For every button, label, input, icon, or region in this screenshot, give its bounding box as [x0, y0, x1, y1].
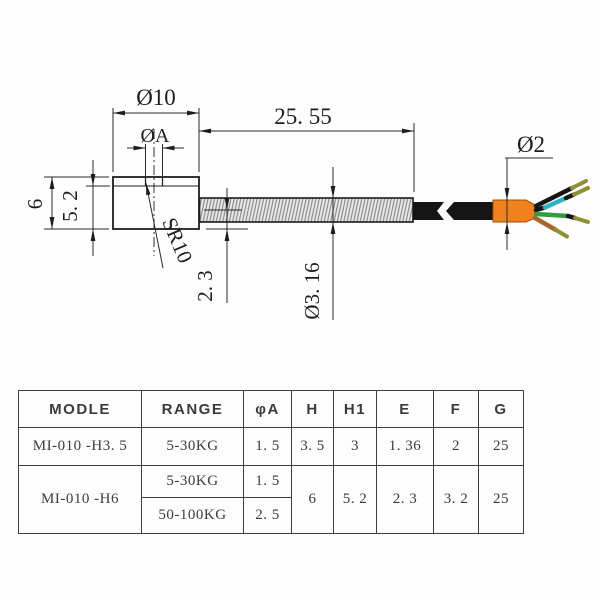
cable-segment-2 [446, 202, 493, 220]
dimensions: Ø10 ØA 25. 55 [23, 85, 553, 320]
dim-label-height52: 5. 2 [58, 190, 82, 222]
cell-h1: 5. 2 [333, 465, 377, 534]
cell-model: MI-010 -H6 [18, 465, 142, 534]
table-row: 50-100KG 2. 5 [19, 497, 524, 534]
wires [532, 179, 590, 239]
dim-dia316: Ø3. 16 [300, 167, 336, 320]
dim-offset23: 2. 3 [193, 188, 248, 303]
spec-table-header-row: MODLE RANGE φA H H1 E F G [18, 390, 524, 428]
dim-height6: 6 [23, 176, 109, 230]
sensor-body [112, 129, 200, 256]
dim-dia10: Ø10 [112, 85, 200, 172]
cell-range: 50-100KG [141, 497, 244, 534]
col-header-f: F [433, 390, 479, 428]
col-header-range: RANGE [141, 390, 244, 428]
dim-label-dia2: Ø2 [517, 132, 545, 157]
dim-dia2: Ø2 [504, 132, 553, 250]
col-header-model: MODLE [18, 390, 142, 428]
spec-table: MODLE RANGE φA H H1 E F G MI-010 -H3. 5 … [18, 390, 524, 534]
cell-g: 25 [478, 427, 524, 466]
dim-diaA: ØA [127, 125, 184, 176]
col-header-h1: H1 [333, 390, 377, 428]
cell-model: MI-010 -H3. 5 [18, 427, 142, 466]
dim-label-dia10: Ø10 [136, 85, 176, 110]
dim-label-height6: 6 [23, 199, 47, 210]
col-header-h: H [291, 390, 334, 428]
cell-range: 5-30KG [141, 465, 244, 498]
cell-range: 5-30KG [141, 427, 244, 466]
col-header-e: E [376, 390, 434, 428]
cell-g: 25 [478, 465, 524, 534]
cell-h: 3. 5 [291, 427, 334, 466]
cell-phiA: 1. 5 [243, 465, 292, 498]
wire-brown [532, 215, 569, 239]
col-header-g: G [478, 390, 524, 428]
cell-e: 2. 3 [376, 465, 434, 534]
dim-length: 25. 55 [199, 104, 415, 192]
dim-label-diaA: ØA [141, 125, 170, 147]
cable [413, 202, 493, 220]
wire-black [533, 179, 588, 209]
shrink-sleeve [492, 199, 537, 223]
dim-height52: 5. 2 [58, 160, 110, 256]
wire-cyan [533, 186, 590, 213]
cell-e: 1. 36 [376, 427, 434, 466]
col-header-phiA: φA [243, 390, 292, 428]
wire-green [533, 211, 590, 224]
cell-h: 6 [291, 465, 334, 534]
cell-phiA: 2. 5 [243, 497, 292, 534]
dim-label-dia316: Ø3. 16 [300, 262, 324, 319]
dim-label-length: 25. 55 [274, 104, 332, 129]
dim-label-offset23: 2. 3 [193, 270, 217, 302]
table-row: MI-010 -H6 5-30KG 1. 5 6 5. 2 2. 3 3. 2 … [18, 465, 524, 534]
cable-segment-1 [413, 202, 444, 220]
cell-phiA: 1. 5 [243, 427, 292, 466]
cell-f: 3. 2 [433, 465, 479, 534]
cell-h1: 3 [333, 427, 377, 466]
load-cell-drawing: Ø10 ØA 25. 55 [23, 85, 590, 320]
table-row: MI-010 -H3. 5 5-30KG 1. 5 3. 5 3 1. 36 2… [18, 427, 524, 466]
cell-f: 2 [433, 427, 479, 466]
